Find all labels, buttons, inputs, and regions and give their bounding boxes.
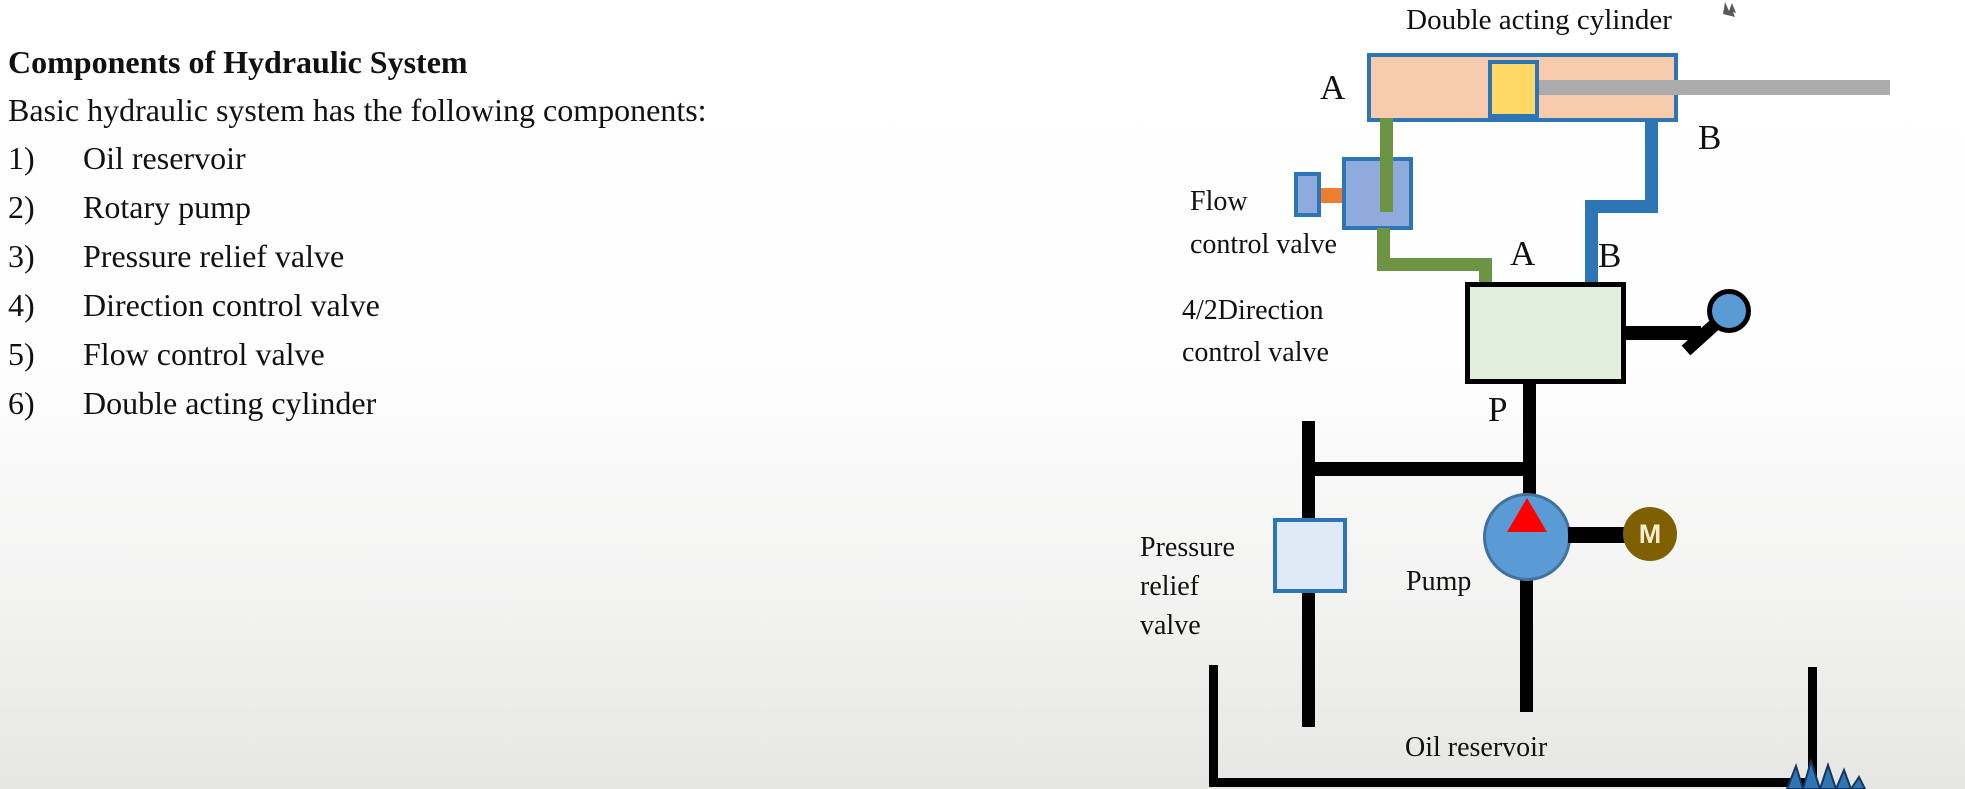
flow-control-valve-label: Flow control valve [1190,180,1337,266]
pipe-a-horizontal [1377,258,1492,271]
dcv-label-line2: control valve [1182,337,1329,368]
double-acting-cylinder-label: Double acting cylinder [1406,4,1672,36]
list-item-number: 2) [8,189,35,225]
list-item-label: Rotary pump [83,189,251,225]
reservoir-right-wall [1808,667,1817,787]
slide-heading: Components of Hydraulic System [8,44,468,80]
prv-label-line1: Pressure [1140,532,1235,563]
mouse-cursor-icon [1723,2,1736,17]
lever-knob [1707,289,1751,333]
list-item-label: Oil reservoir [83,140,246,176]
list-item: 5) Flow control valve [8,336,648,385]
list-item-number: 6) [8,385,35,421]
flow-label-line1: Flow [1190,186,1248,217]
scribble-icon [1785,759,1867,789]
list-item: 1) Oil reservoir [8,140,648,189]
list-item-number: 5) [8,336,35,372]
piston [1488,60,1539,118]
direction-control-valve [1465,282,1626,384]
list-item: 4) Direction control valve [8,287,648,336]
dcv-label-line1: 4/2Direction [1182,295,1324,326]
pressure-relief-valve-label: Pressure relief valve [1140,528,1235,645]
pipe-a-lower [1479,264,1492,284]
pipe-p [1523,383,1536,498]
list-item-number: 1) [8,140,35,176]
pipe-b-lower [1585,206,1598,284]
list-item: 6) Double acting cylinder [8,385,648,434]
motor: M [1623,507,1677,561]
slide-intro: Basic hydraulic system has the following… [8,92,707,128]
pump-label: Pump [1406,566,1472,597]
pipe-suction [1520,578,1533,712]
flow-label-line2: control valve [1190,229,1337,260]
prv-label-line2: relief [1140,571,1200,602]
piston-rod [1535,80,1890,95]
list-item-number: 3) [8,238,35,274]
dcv-port-b-label: B [1598,236,1622,275]
list-item-label: Pressure relief valve [83,238,345,274]
list-item-label: Direction control valve [83,287,380,323]
list-item: 3) Pressure relief valve [8,238,648,287]
lever-arm [1623,326,1701,340]
reservoir-bottom-wall [1209,778,1817,787]
flow-control-valve [1342,157,1413,230]
prv-label-line3: valve [1140,610,1201,641]
pipe-b-upper [1645,118,1658,212]
list-item-label: Flow control valve [83,336,325,372]
pipe-b-horizontal [1585,200,1658,213]
pipe-a-upper [1380,118,1393,212]
flow-valve-knob [1294,172,1321,217]
dcv-port-a-label: A [1510,234,1536,273]
pressure-relief-valve [1273,518,1347,593]
reservoir-left-wall [1209,665,1218,787]
flow-valve-stem [1319,188,1344,203]
direction-control-valve-label: 4/2Direction control valve [1182,290,1329,374]
pump-direction-triangle [1507,498,1547,532]
cylinder-port-a-label: A [1320,68,1346,107]
cylinder-port-b-label: B [1698,118,1722,157]
motor-label: M [1638,518,1662,549]
list-item: 2) Rotary pump [8,189,648,238]
list-item-label: Double acting cylinder [83,385,377,421]
list-item-number: 4) [8,287,35,323]
motor-shaft [1568,527,1625,543]
oil-reservoir-label: Oil reservoir [1405,732,1548,763]
pipe-branch [1307,462,1536,476]
port-p-label: P [1488,390,1508,429]
